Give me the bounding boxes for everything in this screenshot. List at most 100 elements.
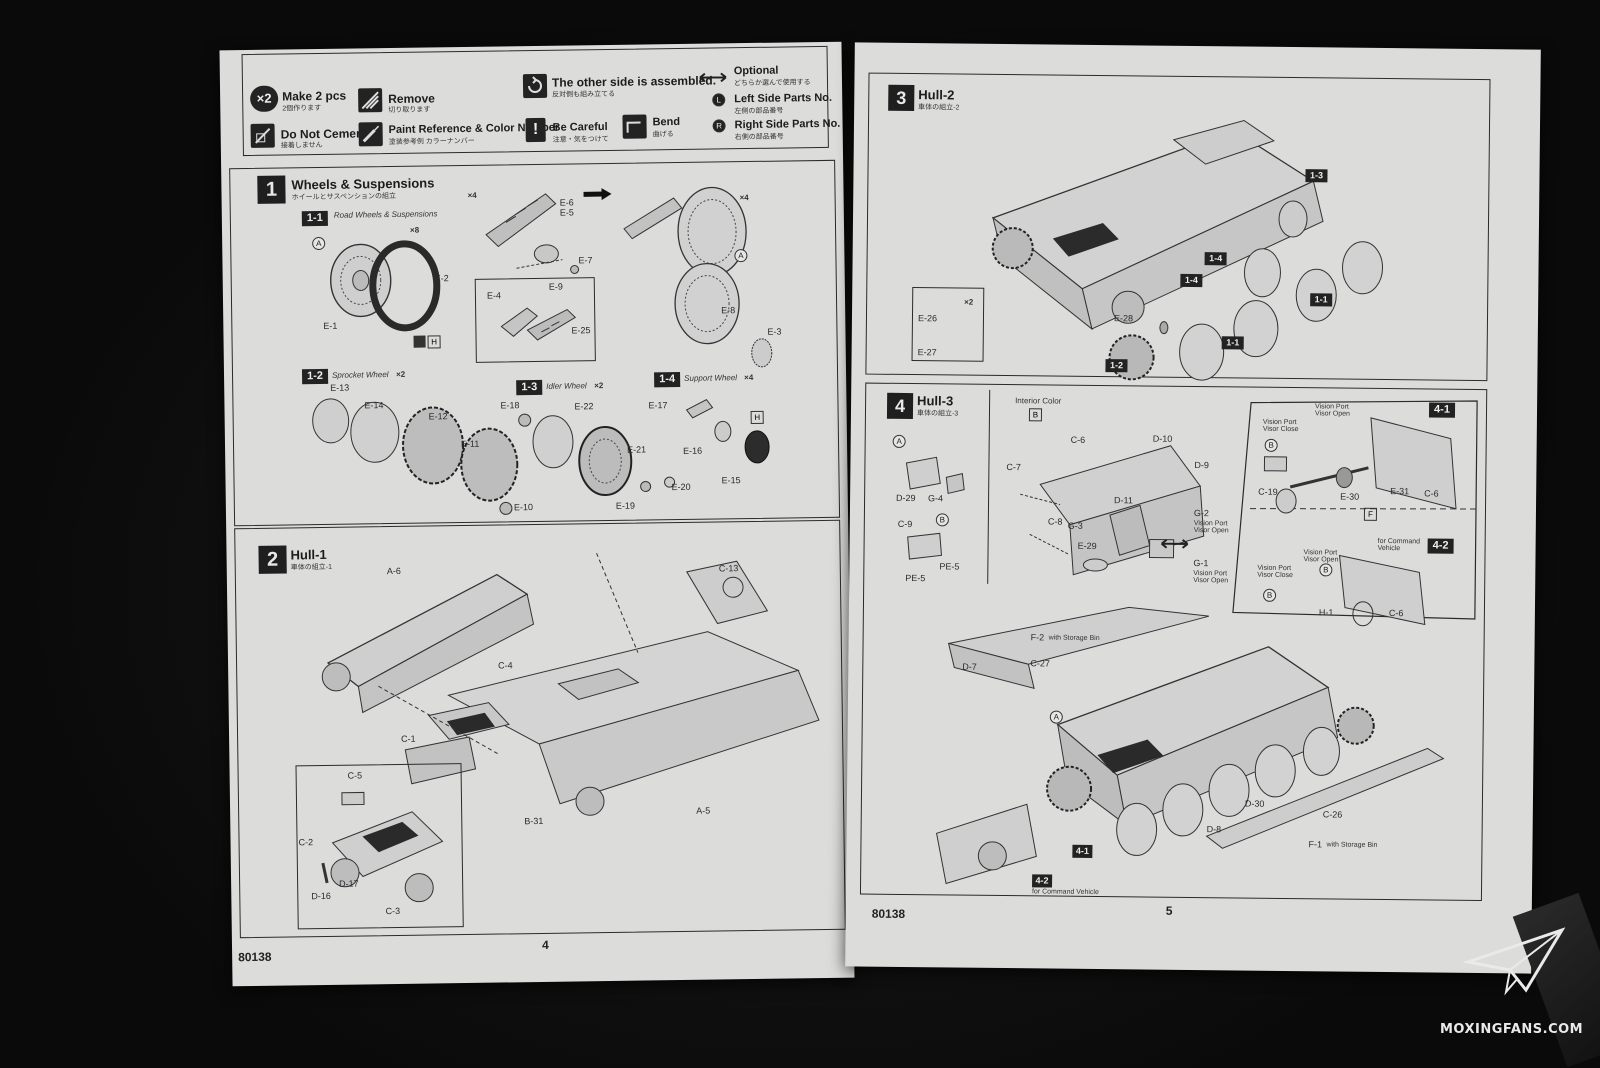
color-f-box: F bbox=[1363, 507, 1378, 521]
part-E-29: E-29 bbox=[1077, 540, 1097, 551]
ref-4-1: 4-1 bbox=[1072, 844, 1093, 858]
do-not-cement-icon bbox=[250, 123, 275, 148]
part-D-7: D-7 bbox=[962, 661, 977, 672]
step4-a-marker: A bbox=[892, 434, 906, 448]
part-E-2: E-2 bbox=[434, 273, 449, 284]
step4-bottom-a-marker: A bbox=[1049, 710, 1063, 724]
part-G-3: G-3 bbox=[1067, 520, 1083, 531]
substep-1-4-title: Support Wheel bbox=[684, 373, 738, 383]
legend-make2-jp: 2個作ります bbox=[282, 104, 322, 113]
interior-assembly-drawing bbox=[1020, 445, 1205, 576]
suspension-detail-drawing bbox=[500, 307, 577, 341]
support-wheel-drawing bbox=[685, 398, 770, 464]
step4-title: Hull-3 bbox=[917, 393, 954, 409]
part-C-6: C-6 bbox=[1070, 434, 1086, 445]
sprocket-wheel-drawing bbox=[312, 398, 519, 515]
legend-right-side: Right Side Parts No. bbox=[734, 117, 841, 132]
substep-1-2: 1-2 bbox=[301, 368, 329, 385]
remove-icon bbox=[358, 88, 383, 113]
step1-a-marker-2: A bbox=[734, 249, 748, 263]
part-E-20: E-20 bbox=[671, 481, 691, 493]
legend-left-side: Left Side Parts No. bbox=[734, 91, 833, 106]
part-E-19: E-19 bbox=[615, 500, 635, 511]
arrow-right-icon bbox=[583, 188, 612, 201]
part-E-11: E-11 bbox=[460, 438, 480, 450]
part-E-28: E-28 bbox=[1113, 313, 1134, 324]
part-F-2: F-2 bbox=[1030, 632, 1045, 643]
part-E-18: E-18 bbox=[500, 400, 520, 411]
step3-ref-1-3: 1-3 bbox=[1305, 169, 1328, 183]
left-page-number: 4 bbox=[541, 937, 549, 952]
part-C-4: C-4 bbox=[498, 660, 513, 671]
part-D-30: D-30 bbox=[1244, 798, 1265, 809]
ref-4-2-for-command: for Command Vehicle bbox=[1031, 888, 1099, 897]
substep-1-1-title: Road Wheels & Suspensions bbox=[333, 209, 438, 220]
step3-number: 3 bbox=[888, 84, 915, 112]
legend-be-careful: Be Careful bbox=[552, 120, 608, 134]
step3-ref-1-1-b: 1-1 bbox=[1310, 293, 1333, 307]
part-E-8: E-8 bbox=[721, 305, 736, 316]
left-page: ×2 Make 2 pcs 2個作ります Remove 切り取ります The o… bbox=[219, 41, 855, 987]
part-E-6: E-6 bbox=[559, 197, 574, 208]
part-E-15: E-15 bbox=[721, 475, 741, 486]
legend-paint-ref-jp: 塗装参考例 カラーナンバー bbox=[388, 137, 475, 147]
mult-x2-b: ×2 bbox=[594, 381, 604, 391]
left-page-code: 80138 bbox=[238, 949, 272, 965]
part-C-19: C-19 bbox=[1258, 486, 1278, 497]
part-C-1: C-1 bbox=[401, 733, 416, 744]
watermark-text: MOXINGFANS.COM bbox=[1440, 1022, 1584, 1037]
step3-ref-1-1-a: 1-1 bbox=[1221, 336, 1244, 350]
part-C-9: C-9 bbox=[897, 518, 913, 530]
f2-storage-bin: with Storage Bin bbox=[1048, 634, 1100, 643]
step1-a-marker: A bbox=[312, 236, 326, 251]
right-side-icon: R bbox=[712, 119, 726, 133]
visor-a-drawing bbox=[905, 456, 965, 495]
left-side-icon: L bbox=[712, 93, 726, 107]
mult-x2-a: ×2 bbox=[395, 369, 406, 379]
be-careful-icon: ! bbox=[525, 117, 546, 143]
paint-brush-icon bbox=[358, 122, 383, 147]
legend-do-not-cement: Do Not Cement bbox=[280, 126, 368, 142]
legend-other-side: The other side is assembled. bbox=[551, 73, 717, 90]
substep-1-3-title: Idler Wheel bbox=[546, 381, 587, 391]
part-E-4: E-4 bbox=[486, 290, 502, 301]
visor-b-drawing bbox=[907, 532, 943, 560]
part-C-8: C-8 bbox=[1047, 516, 1063, 527]
legend-bend: Bend bbox=[652, 115, 681, 129]
part-A-6: A-6 bbox=[386, 565, 401, 577]
part-E-16: E-16 bbox=[683, 445, 703, 456]
legend-other-side-jp: 反対側も組み立てる bbox=[552, 90, 616, 99]
color-h-box-2: H bbox=[750, 410, 764, 425]
substep-1-1: 1-1 bbox=[301, 210, 328, 227]
f1-storage-bin: with Storage Bin bbox=[1326, 841, 1378, 849]
part-E-17: E-17 bbox=[648, 400, 668, 411]
visor-42-drawing bbox=[1338, 554, 1426, 627]
part-C-7: C-7 bbox=[1006, 462, 1021, 473]
step3-ref-1-4-b: 1-4 bbox=[1180, 273, 1203, 288]
road-wheel-drawing bbox=[330, 240, 441, 332]
part-C-3: C-3 bbox=[385, 905, 401, 917]
step1-number: 1 bbox=[257, 175, 286, 204]
part-E-21: E-21 bbox=[627, 444, 647, 455]
paper-plane-logo-icon bbox=[1462, 927, 1566, 996]
right-page-number: 5 bbox=[1165, 903, 1173, 918]
legend-bend-jp: 曲げる bbox=[652, 131, 674, 139]
part-E-7: E-7 bbox=[578, 255, 593, 266]
legend-right-side-jp: 右側の部品番号 bbox=[734, 133, 784, 142]
part-D-9: D-9 bbox=[1194, 460, 1210, 471]
part-C-6-41: C-6 bbox=[1424, 488, 1439, 499]
part-F-1: F-1 bbox=[1308, 839, 1323, 850]
substep-1-3: 1-3 bbox=[516, 379, 543, 396]
right-page-code: 80138 bbox=[871, 906, 906, 922]
part-C-27: C-27 bbox=[1030, 658, 1050, 669]
mult-x4-c: ×4 bbox=[744, 372, 754, 383]
part-D-29: D-29 bbox=[896, 492, 916, 504]
part-D-8: D-8 bbox=[1206, 824, 1222, 835]
part-C-2: C-2 bbox=[298, 837, 314, 848]
part-PE-5-a: PE-5 bbox=[939, 561, 960, 572]
make2-icon: ×2 bbox=[249, 85, 279, 112]
legend-make2: Make 2 pcs bbox=[282, 88, 347, 104]
hull3-final-assembly-drawing bbox=[936, 606, 1445, 885]
hull2-assembly-drawing bbox=[991, 119, 1384, 381]
